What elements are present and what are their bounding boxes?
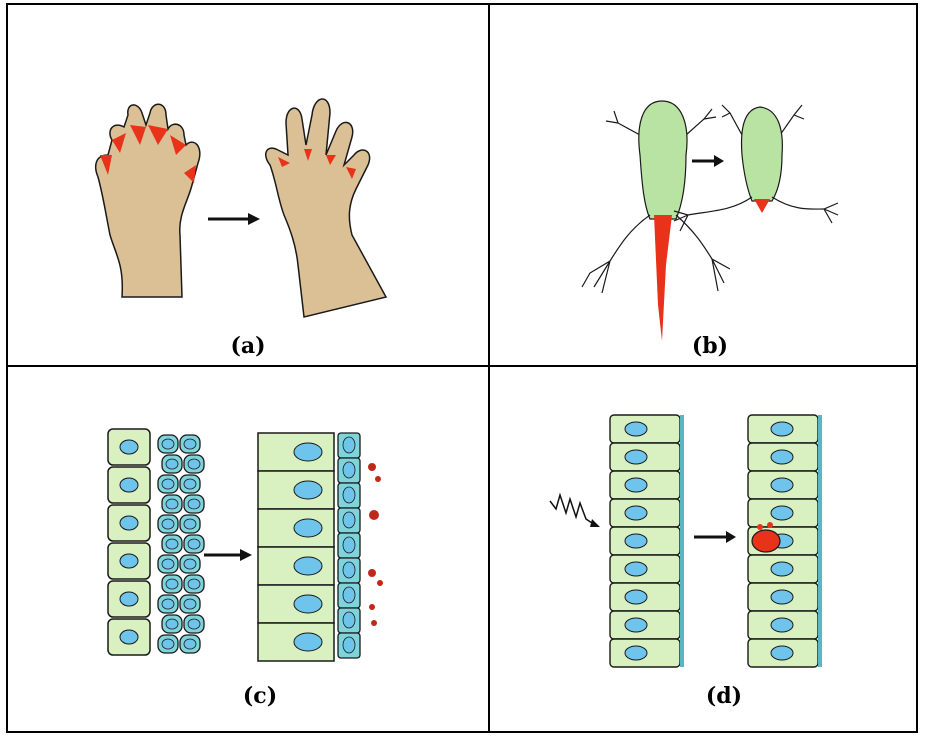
basal-membrane (818, 415, 822, 667)
panel-c: (c) (8, 367, 488, 733)
nucleus (120, 630, 138, 644)
nucleus (625, 506, 647, 520)
panel-c-label: (c) (220, 683, 300, 709)
arrow-c (204, 549, 252, 561)
nucleus (162, 639, 174, 649)
nucleus (120, 516, 138, 530)
nucleus (771, 506, 793, 520)
nucleus (166, 539, 178, 549)
nucleus (166, 499, 178, 509)
nucleus (188, 539, 200, 549)
nucleus (294, 519, 322, 537)
nucleus (184, 439, 196, 449)
nucleus (162, 479, 174, 489)
apoptotic-body (368, 463, 376, 471)
nucleus (343, 637, 355, 653)
nucleus (162, 559, 174, 569)
nucleus (771, 562, 793, 576)
apoptotic-body (757, 524, 763, 530)
arrow-d (694, 531, 736, 543)
apoptotic-body (369, 510, 379, 520)
nucleus (120, 440, 138, 454)
nucleus (625, 618, 647, 632)
nucleus (188, 619, 200, 629)
apoptotic-body (368, 569, 376, 577)
nucleus (343, 462, 355, 478)
nucleus (188, 499, 200, 509)
panel-a: (a) (8, 5, 488, 365)
nucleus (294, 481, 322, 499)
hand-before (96, 104, 200, 297)
nucleus (343, 612, 355, 628)
nucleus (294, 595, 322, 613)
arrow-a (208, 213, 260, 225)
nucleus (771, 590, 793, 604)
nucleus (294, 557, 322, 575)
arrow-b (692, 155, 724, 167)
apoptotic-body (377, 580, 383, 586)
nucleus (166, 579, 178, 589)
damaged-cell-illustration (490, 367, 918, 733)
nucleus (188, 459, 200, 469)
apoptotic-body (369, 604, 375, 610)
nucleus (343, 562, 355, 578)
nucleus (120, 592, 138, 606)
nucleus (294, 633, 322, 651)
nucleus (188, 579, 200, 589)
nucleus (162, 519, 174, 529)
nucleus (343, 437, 355, 453)
panel-d-label: (d) (684, 683, 764, 709)
nucleus (625, 478, 647, 492)
nucleus (166, 619, 178, 629)
nucleus (120, 554, 138, 568)
nucleus (184, 599, 196, 609)
nucleus (166, 459, 178, 469)
cell-column-after (748, 415, 822, 667)
nucleus (184, 639, 196, 649)
apoptotic-cell (752, 530, 780, 552)
apoptotic-body (371, 620, 377, 626)
cell-columns-after (258, 433, 383, 661)
nucleus (343, 587, 355, 603)
nucleus (184, 479, 196, 489)
apoptotic-body (767, 522, 773, 528)
panel-d: (d) (490, 367, 918, 733)
nucleus (625, 590, 647, 604)
nucleus (625, 646, 647, 660)
nucleus (771, 478, 793, 492)
nucleus (184, 519, 196, 529)
tadpole-before (582, 101, 730, 341)
nucleus (120, 478, 138, 492)
nucleus (343, 512, 355, 528)
apoptotic-body (375, 476, 381, 482)
nucleus (625, 562, 647, 576)
nucleus (343, 487, 355, 503)
nucleus (771, 618, 793, 632)
nucleus (771, 646, 793, 660)
cell-column-before (610, 415, 684, 667)
nucleus (162, 439, 174, 449)
nucleus (625, 534, 647, 548)
nucleus (294, 443, 322, 461)
nucleus (343, 537, 355, 553)
nucleus (625, 422, 647, 436)
nucleus (625, 450, 647, 464)
radiation-wave-icon (550, 495, 600, 527)
epithelium-shedding-illustration (8, 367, 488, 733)
panel-b: (b) (490, 5, 918, 365)
frog-illustration (490, 5, 918, 365)
hand-after (266, 99, 386, 317)
nucleus (184, 559, 196, 569)
cell-columns-before (108, 429, 204, 655)
panel-b-label: (b) (670, 333, 750, 359)
basal-membrane (680, 415, 684, 667)
nucleus (771, 450, 793, 464)
nucleus (162, 599, 174, 609)
nucleus (771, 422, 793, 436)
panel-a-label: (a) (208, 333, 288, 359)
hand-illustration (8, 5, 488, 365)
